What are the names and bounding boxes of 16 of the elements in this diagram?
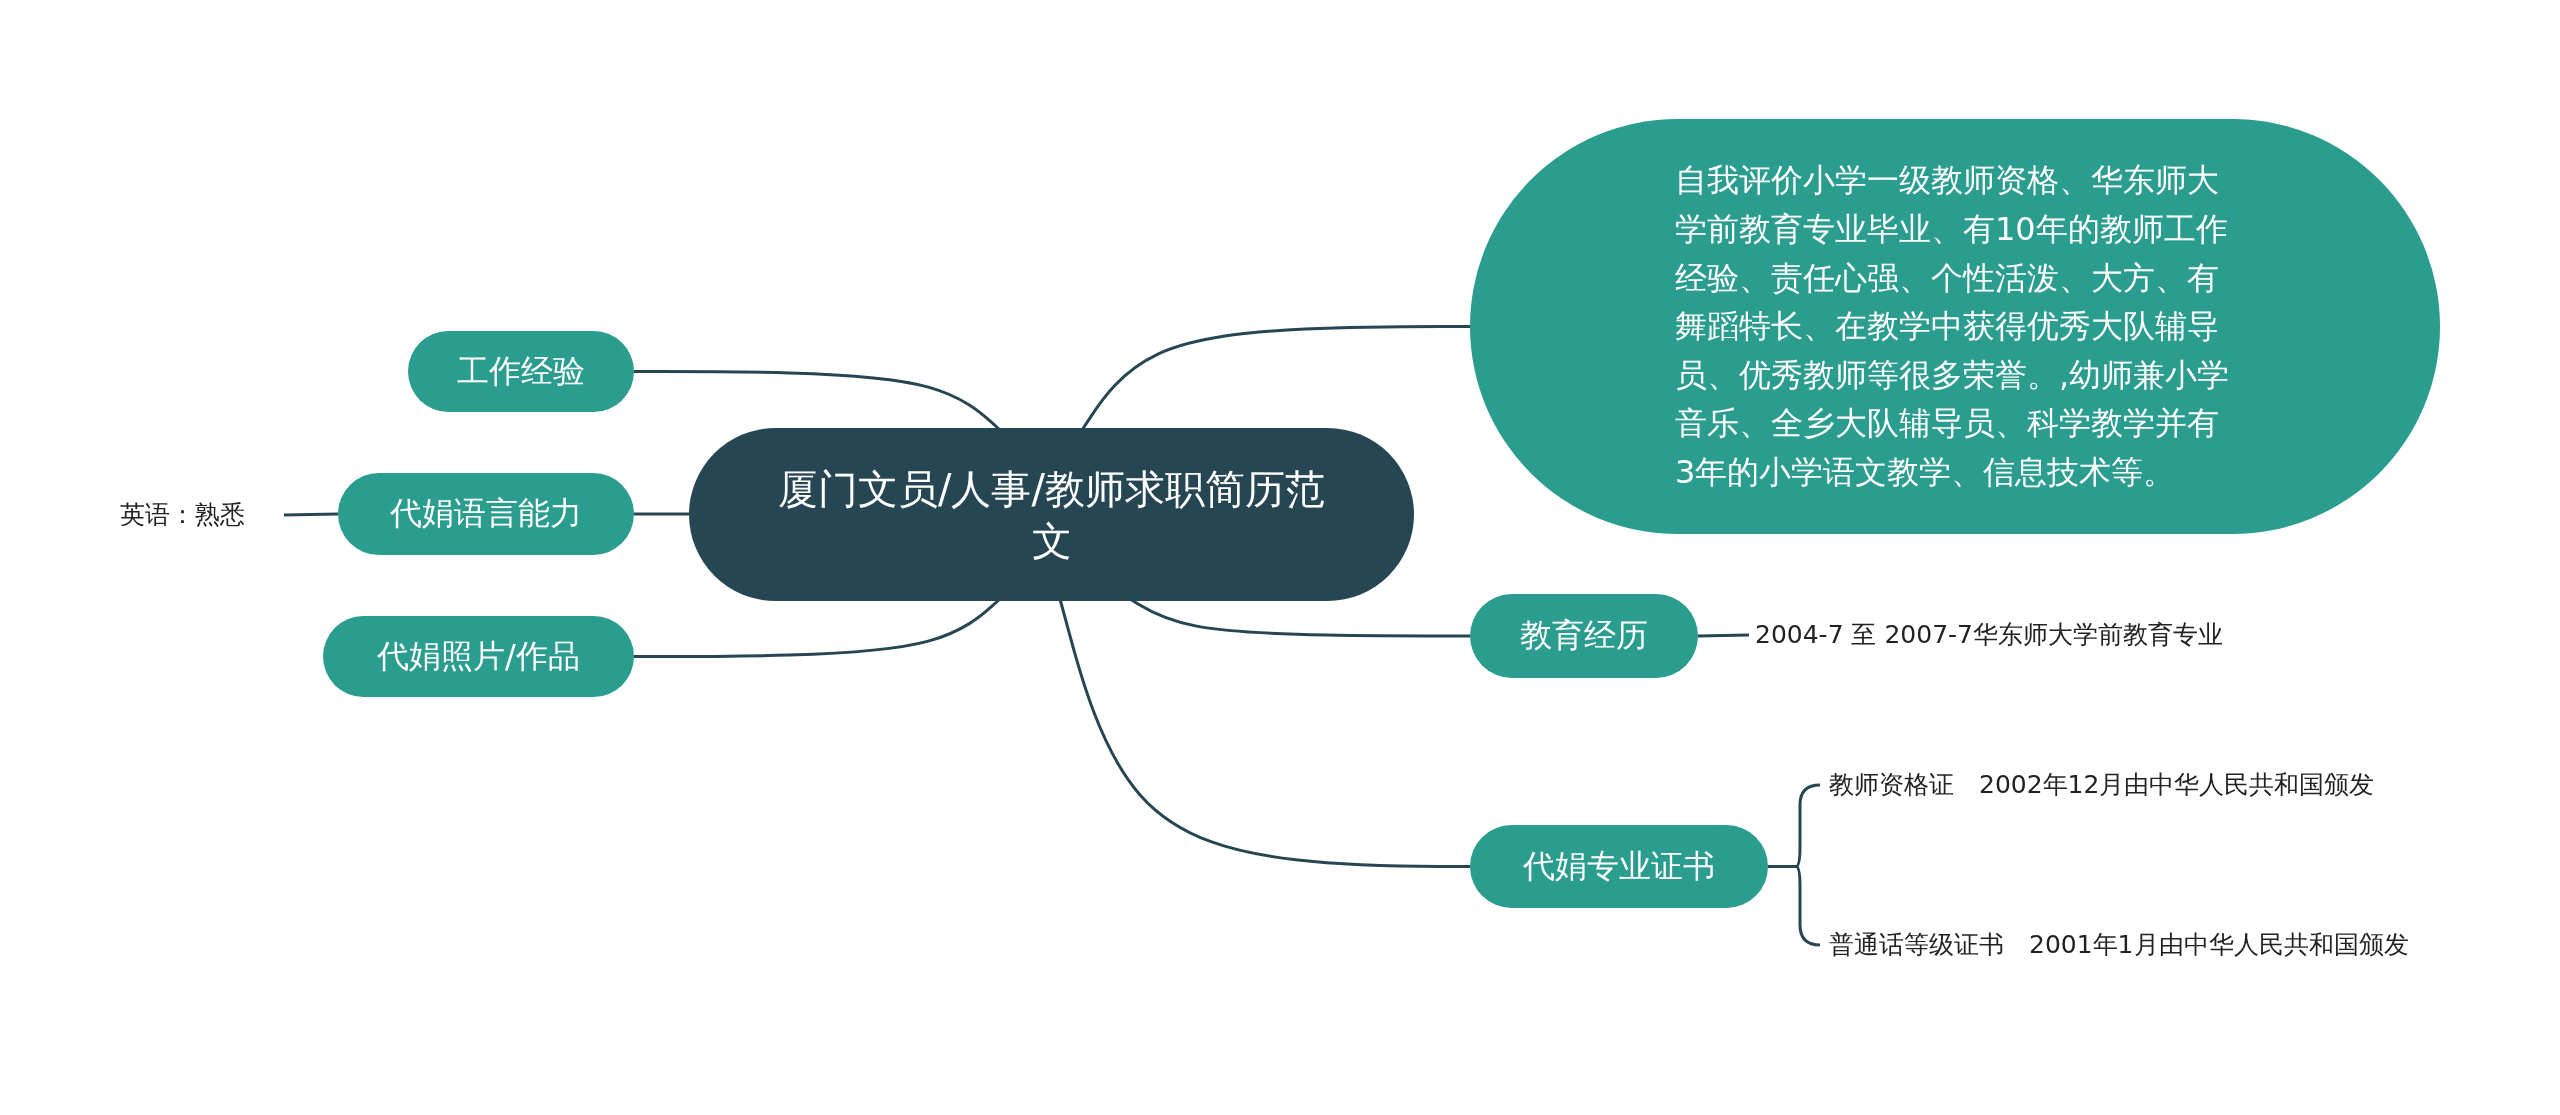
connector-line: [634, 512, 689, 516]
connector-line: [1080, 325, 1470, 431]
subtopic-text: 2004-7 至 2007-7华东师大学前教育专业: [1755, 618, 2223, 651]
topic-label: 代娟语言能力: [390, 493, 582, 535]
subtopic-text: 普通话等级证书 2001年1月由中华人民共和国颁发: [1829, 928, 2409, 961]
connector-line: [283, 512, 339, 517]
subtopic-text: 英语：熟悉: [120, 498, 245, 531]
topic-label: 厦门文员/人事/教师求职简历范文: [777, 464, 1326, 566]
connector-line: [1697, 633, 1750, 638]
topic-label: 代娟专业证书: [1523, 845, 1715, 887]
topic-label: 代娟照片/作品: [377, 635, 580, 677]
connector-line: [1058, 598, 1470, 868]
topic-label: 工作经验: [457, 350, 585, 392]
subtopic-text: 教师资格证 2002年12月由中华人民共和国颁发: [1829, 768, 2375, 801]
topic-label: 自我评价小学一级教师资格、华东师大学前教育专业毕业、有10年的教师工作经验、责任心强、个性活泼、大方、有舞蹈特长、在教学中获得优秀大队辅导员、优秀教师等很多荣誉。,幼师兼小学音乐、全乡大队辅导员、科学教学并有3年的小学语文教学、信息技术等。: [1675, 160, 2231, 494]
topic-label: 教育经历: [1520, 615, 1648, 657]
